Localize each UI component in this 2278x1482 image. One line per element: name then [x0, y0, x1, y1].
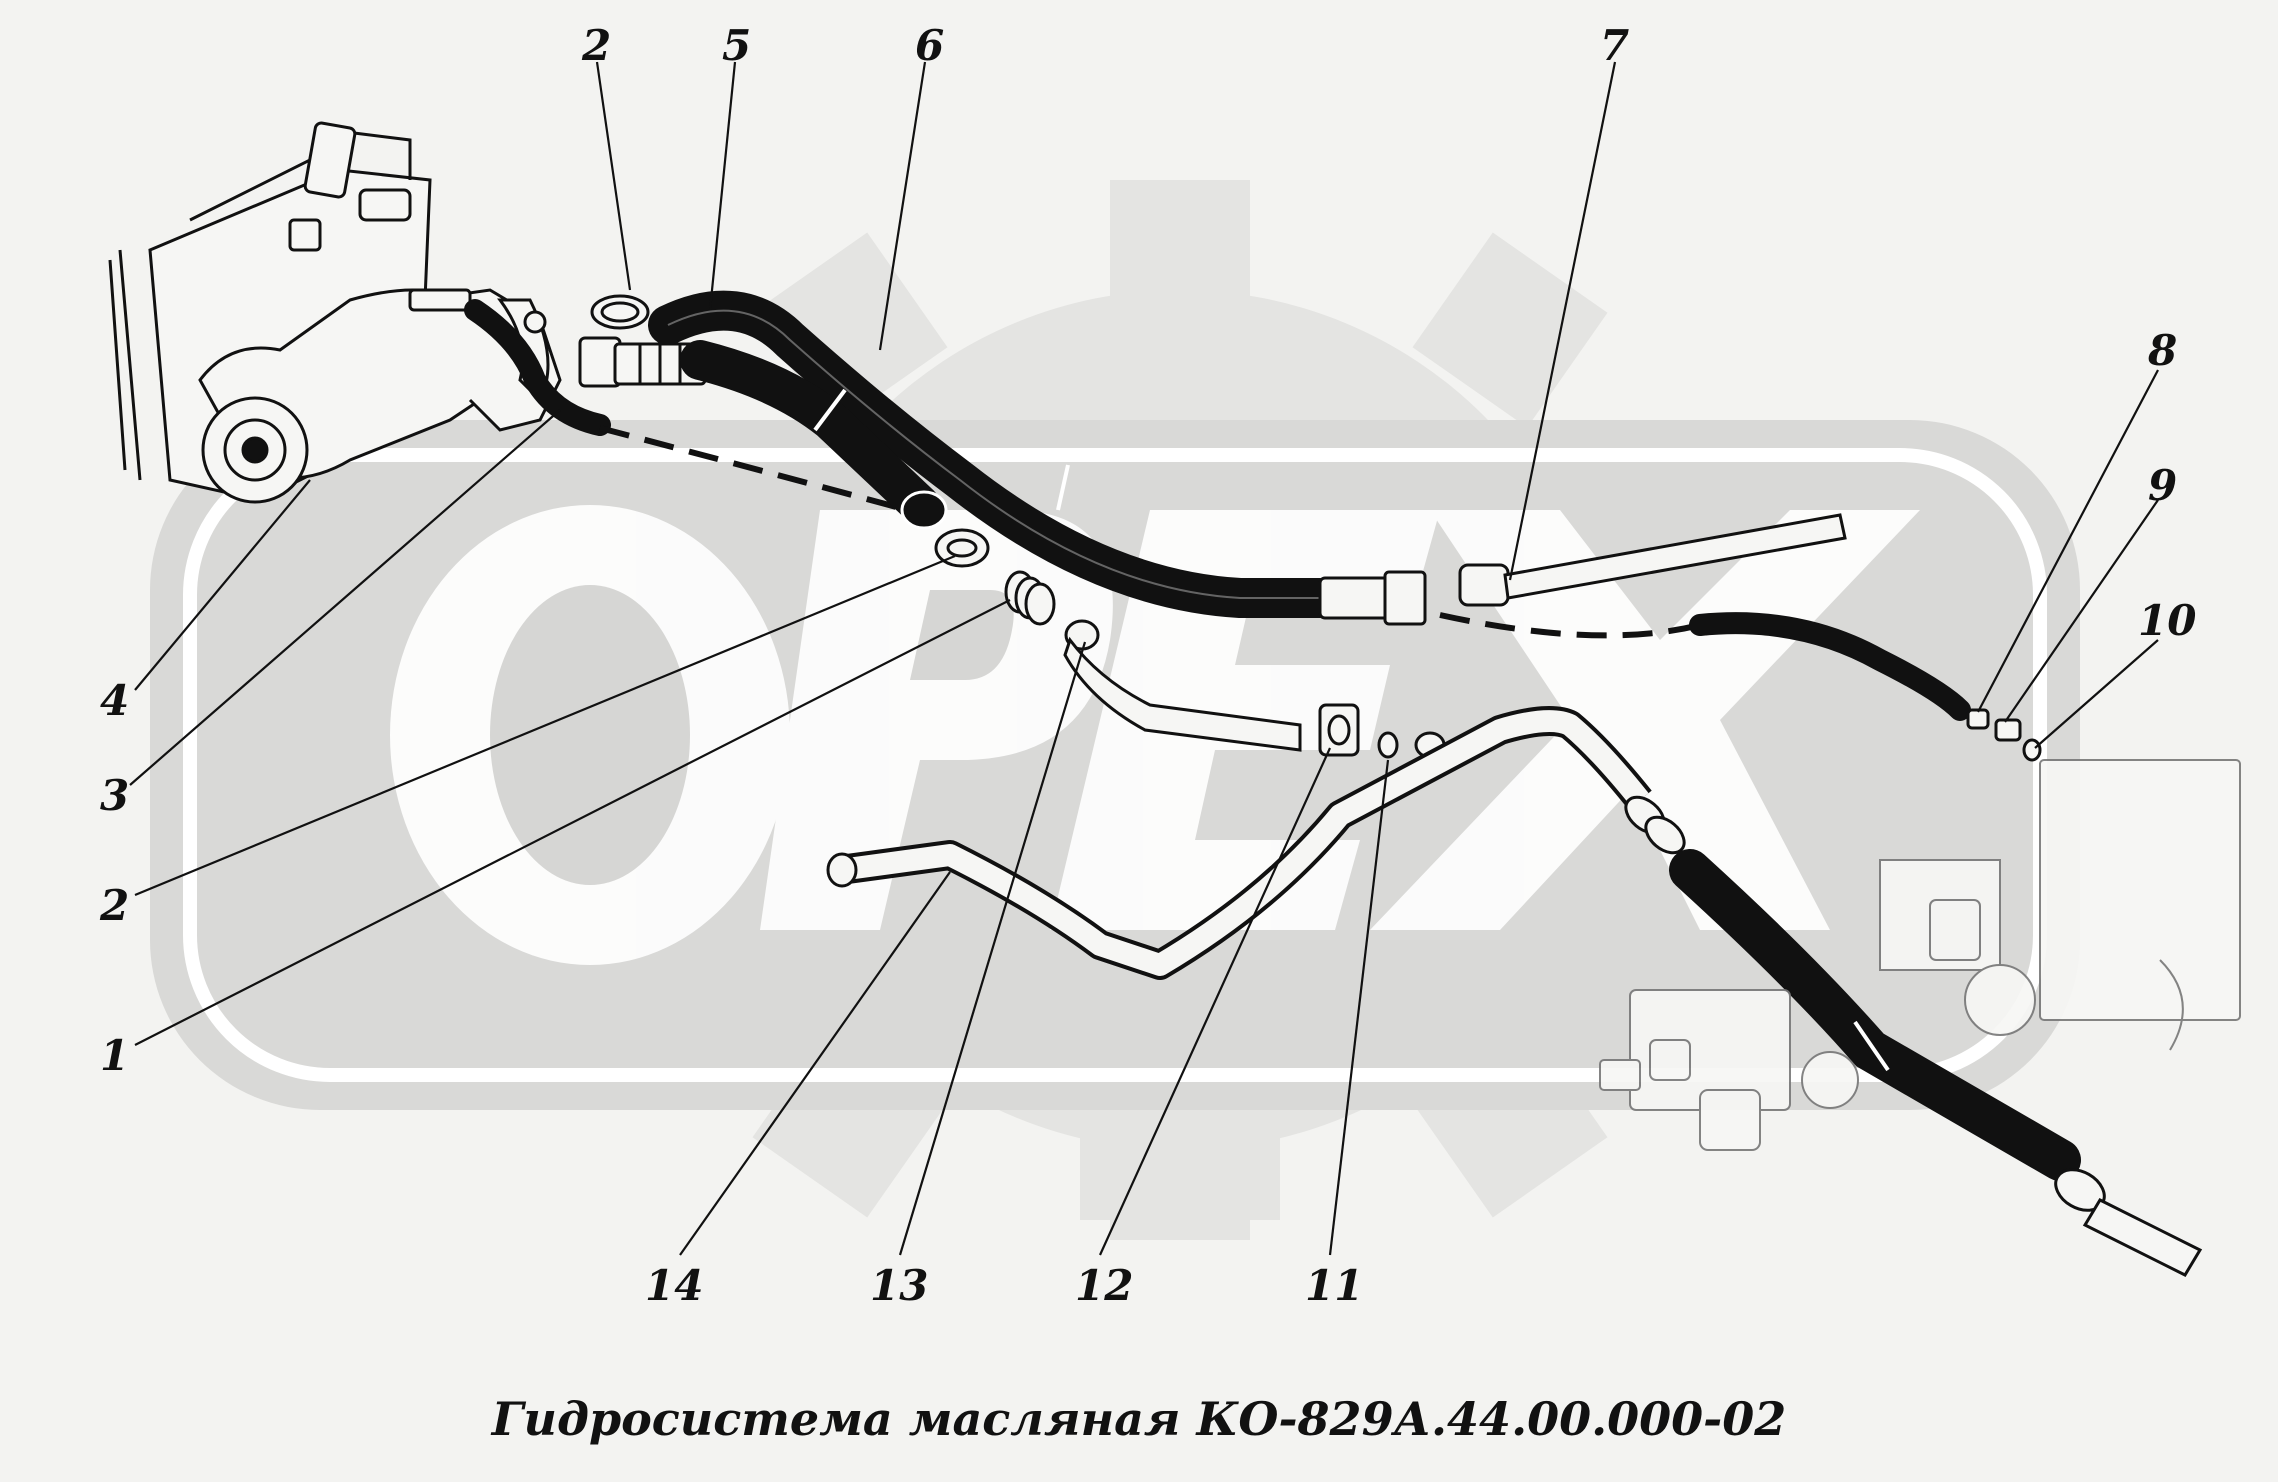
- callout-12: 12: [1075, 1261, 1133, 1310]
- callout-10: 10: [2138, 596, 2196, 645]
- hose-end-6: [900, 490, 948, 530]
- callout-11: 11: [1305, 1261, 1363, 1310]
- clamp-2-middle: [934, 528, 990, 568]
- callout-2-lower: 2: [99, 881, 129, 930]
- pump-assembly: [108, 121, 562, 504]
- callout-3: 3: [100, 771, 129, 820]
- hose-right: [1689, 612, 1971, 721]
- hose-3: [464, 299, 611, 436]
- callout-9: 9: [2148, 461, 2177, 510]
- hose-3-path-dashed: [599, 425, 901, 511]
- tube-7: [1458, 513, 1847, 607]
- nut-12: [1318, 703, 1360, 757]
- hose-lower-right: [1669, 849, 2081, 1181]
- hose-6: [648, 290, 1340, 618]
- fitting-8-9-10: [1966, 708, 2042, 762]
- diagram-caption: Гидросистема масляная КО-829А.44.00.000-…: [490, 1392, 1786, 1446]
- hose-dashed-right: [1439, 612, 1701, 639]
- callout-7: 7: [1600, 21, 1629, 70]
- callout-1: 1: [100, 1031, 129, 1080]
- callouts: 1 2 2 3 4 5 6 7 8 9 10 11 12 13 14: [99, 21, 2196, 1310]
- clamp-2-top: [590, 294, 650, 330]
- callout-6: 6: [915, 21, 944, 70]
- callout-13: 13: [870, 1261, 928, 1310]
- clamp-lower-right: [2054, 1168, 2203, 1277]
- callout-2-upper: 2: [581, 21, 611, 70]
- leader-lines: [129, 61, 2159, 1256]
- hose-6-fitting: [1318, 570, 1427, 626]
- valve-block: [1599, 759, 2241, 1151]
- callout-14: 14: [645, 1261, 703, 1310]
- clamp-14: [1624, 795, 1686, 855]
- callout-5: 5: [722, 21, 751, 70]
- spring-1: [1004, 570, 1056, 626]
- callout-4: 4: [100, 676, 129, 725]
- callout-8: 8: [2147, 326, 2177, 375]
- ring-11: [1377, 731, 1399, 759]
